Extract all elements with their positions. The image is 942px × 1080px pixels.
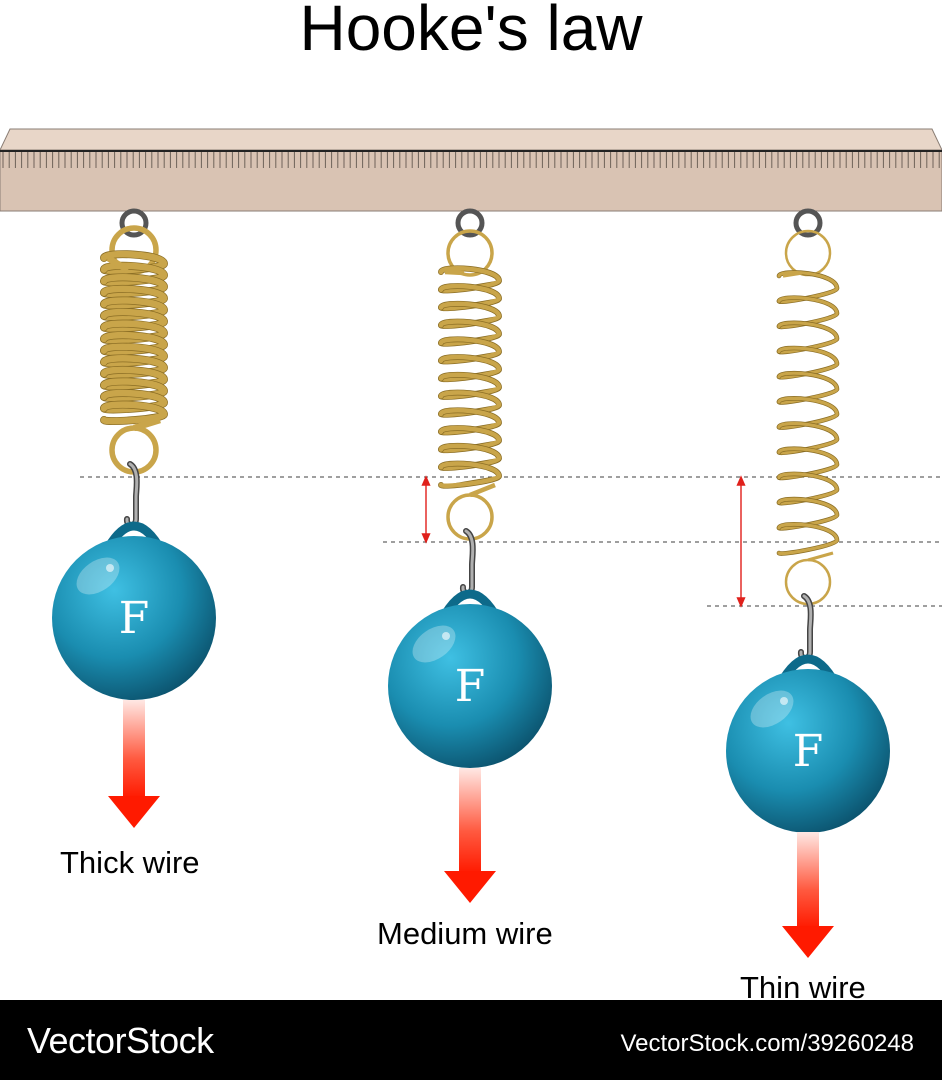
spring-top-loop bbox=[446, 229, 494, 277]
label-thick-wire: Thick wire bbox=[60, 845, 200, 880]
extension-marker-thin bbox=[736, 475, 746, 608]
watermark-footer: VectorStock VectorStock.com/39260248 bbox=[0, 1000, 942, 1080]
spring-top-loop bbox=[784, 229, 832, 277]
label-medium-wire: Medium wire bbox=[377, 916, 553, 951]
weight-ball: F bbox=[726, 669, 890, 833]
spring-coil bbox=[776, 270, 840, 556]
force-symbol: F bbox=[793, 726, 824, 777]
spring-coil bbox=[100, 250, 168, 426]
force-symbol: F bbox=[455, 661, 486, 712]
ceiling-beam bbox=[0, 128, 942, 212]
thin-wire-spring-assembly: F bbox=[726, 208, 890, 958]
force-arrow bbox=[444, 768, 496, 903]
medium-wire-spring-assembly: F bbox=[388, 208, 552, 903]
ceiling-ring bbox=[119, 208, 149, 238]
force-arrow bbox=[782, 832, 834, 958]
vectorstock-logo: VectorStock bbox=[27, 1020, 214, 1061]
thick-wire-spring-assembly: F bbox=[52, 208, 216, 828]
extension-marker-medium bbox=[421, 475, 431, 544]
diagram-title: Hooke's law bbox=[299, 0, 643, 64]
spring-coil bbox=[438, 265, 502, 489]
hookes-law-diagram: F F F bbox=[0, 128, 942, 958]
force-arrow bbox=[108, 700, 160, 828]
force-symbol: F bbox=[119, 593, 150, 644]
weight-ball: F bbox=[388, 604, 552, 768]
reference-lines bbox=[80, 476, 942, 607]
weight-ball: F bbox=[52, 536, 216, 700]
ceiling-ring bbox=[455, 208, 485, 238]
image-url: VectorStock.com/39260248 bbox=[620, 1030, 914, 1057]
ceiling-ring bbox=[793, 208, 823, 238]
label-thin-wire: Thin wire bbox=[740, 970, 866, 1005]
